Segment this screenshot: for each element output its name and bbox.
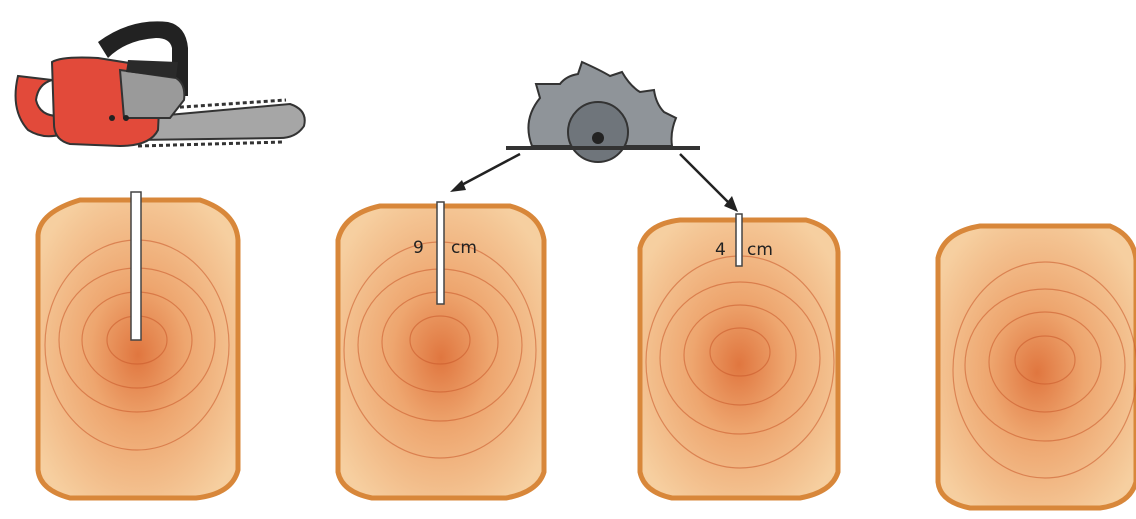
log-1 xyxy=(38,192,238,498)
cut-depth-4-unit: cm xyxy=(747,240,773,260)
cut-depth-9-unit: cm xyxy=(451,238,477,258)
cut-slot-9cm xyxy=(437,202,444,304)
log-2: 9 cm xyxy=(338,202,544,498)
arrow-to-cut-9cm xyxy=(450,154,520,192)
arrow-to-cut-4cm xyxy=(680,154,738,212)
cut-slot-4cm xyxy=(736,214,742,266)
deep-cut-slot xyxy=(131,192,141,340)
circular-saw-blade-icon xyxy=(506,62,700,162)
log-4 xyxy=(938,226,1136,508)
cut-depth-4-number: 4 xyxy=(715,240,726,260)
chainsaw-icon xyxy=(16,21,305,146)
cut-depth-9-number: 9 xyxy=(413,238,424,258)
log-3: 4 cm xyxy=(640,214,838,498)
